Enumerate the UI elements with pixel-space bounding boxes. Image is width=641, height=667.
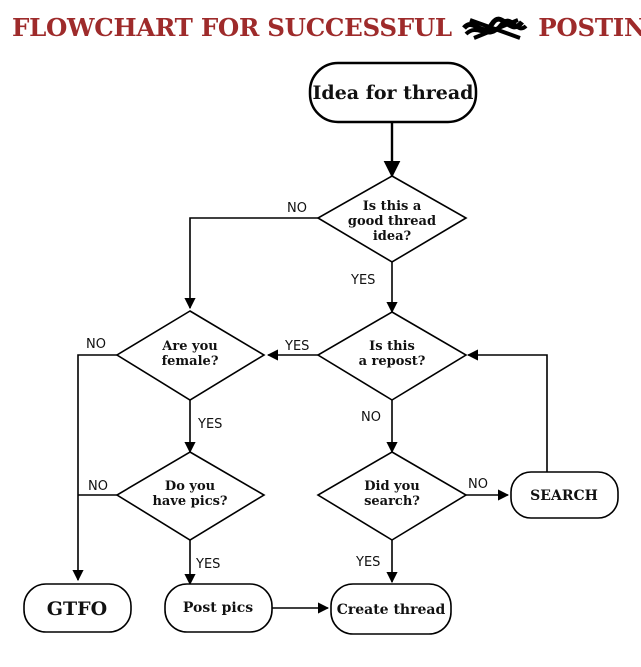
decision-have-pics: Do you have pics?: [115, 451, 266, 541]
svg-text:SEARCH: SEARCH: [530, 488, 598, 504]
svg-text:Did you: Did you: [364, 479, 420, 494]
svg-text:good thread: good thread: [348, 214, 436, 229]
node-search: SEARCH: [510, 471, 619, 519]
edge-search-loop: [466, 349, 548, 472]
svg-text:GTFO: GTFO: [47, 598, 107, 620]
decision-did-you-search: Did you search?: [316, 451, 468, 541]
svg-text:a repost?: a repost?: [359, 354, 426, 369]
label-repost-no: NO: [361, 410, 381, 425]
node-create-thread: Create thread: [330, 583, 452, 635]
edge-female-no: [72, 354, 117, 582]
label-searched-yes: YES: [355, 555, 380, 570]
svg-text:search?: search?: [364, 494, 420, 509]
svg-text:Idea for thread: Idea for thread: [313, 82, 474, 104]
title-text-start: FLOWCHART FOR SUCCESSFUL: [12, 13, 452, 42]
label-female-yes: YES: [197, 417, 222, 432]
svg-text:have pics?: have pics?: [152, 494, 227, 509]
label-searched-no: NO: [468, 477, 488, 492]
edge-good-no: [184, 217, 318, 310]
label-good-yes: YES: [350, 273, 375, 288]
svg-text:Are you: Are you: [161, 339, 217, 354]
svg-text:Is this: Is this: [369, 339, 415, 354]
decision-is-repost: Is this a repost?: [316, 311, 468, 401]
label-pics-no: NO: [88, 479, 108, 494]
svg-text:Is this a: Is this a: [363, 199, 422, 214]
svg-text:female?: female?: [162, 354, 219, 369]
label-pics-yes: YES: [195, 557, 220, 572]
svg-text:idea?: idea?: [373, 229, 412, 244]
decision-good-thread-idea: Is this a good thread idea?: [316, 175, 468, 263]
title-text-end: POSTING: [538, 13, 641, 42]
flowchart-title: FLOWCHART FOR SUCCESSFUL POSTING: [12, 12, 641, 44]
svg-text:Do you: Do you: [165, 479, 215, 494]
label-good-no: NO: [287, 201, 307, 216]
label-repost-yes: YES: [284, 339, 309, 354]
label-female-no: NO: [86, 337, 106, 352]
decision-are-you-female: Are you female?: [115, 310, 266, 401]
svg-text:Create thread: Create thread: [337, 602, 446, 618]
node-post-pics: Post pics: [164, 583, 273, 633]
node-gtfo: GTFO: [23, 583, 132, 633]
scribbled-out-word: [460, 12, 530, 44]
svg-text:Post pics: Post pics: [183, 600, 253, 616]
node-idea-for-thread: Idea for thread: [308, 61, 478, 124]
